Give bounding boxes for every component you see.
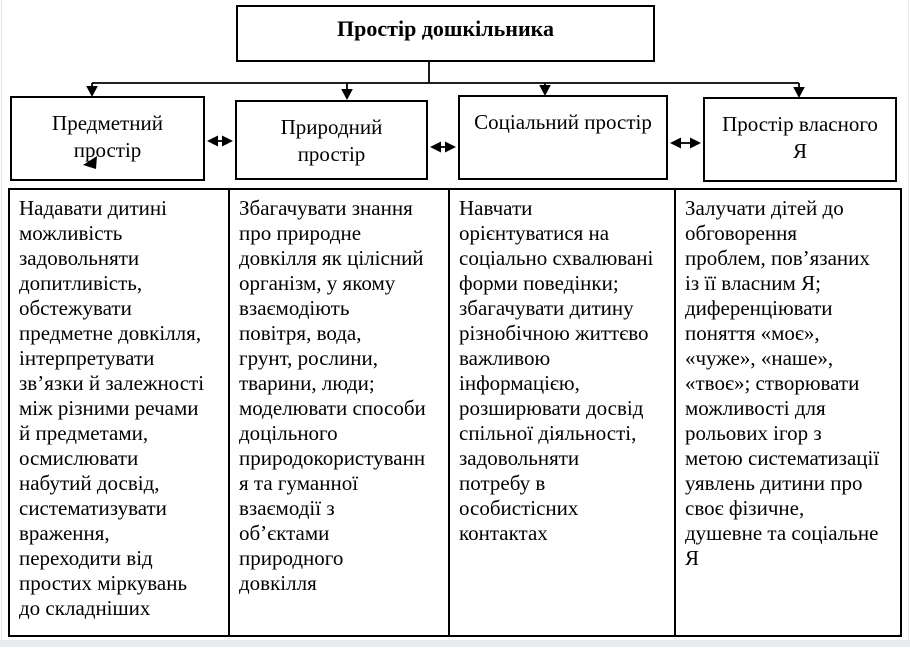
branch-node-sotsialnyi: Соціальний простір: [458, 95, 668, 180]
double-arrow-3-4: [670, 137, 701, 149]
details-cell-pryrodnyi: Збагачувати знання про природне довкілля…: [228, 190, 448, 635]
down-arrow-3: [539, 83, 551, 96]
page-right-edge: [908, 0, 909, 640]
double-arrow-2-3: [430, 141, 456, 153]
branch-node-predmetnyi: Предметний простір: [10, 96, 205, 181]
stray-arrowhead-icon: [83, 156, 97, 169]
double-arrow-1-2: [207, 135, 233, 147]
down-arrow-1: [86, 83, 98, 97]
root-node-label: Простір дошкільника: [337, 16, 554, 41]
branch-node-pryrodnyi: Природний простір: [235, 100, 428, 180]
details-cell-vlasne-ya: Залучати дітей до обговорення проблем, п…: [674, 190, 900, 635]
branch-node-label: Соціальний простір: [474, 110, 652, 134]
root-node: Простір дошкільника: [236, 5, 655, 62]
details-table: Надавати дитині можливість задовольняти …: [8, 188, 902, 637]
down-arrow-4: [793, 83, 805, 98]
details-cell-predmetnyi: Надавати дитині можливість задовольняти …: [19, 196, 205, 620]
details-cell-sotsialnyi: Навчати орієнтуватися на соціально схвал…: [448, 190, 674, 635]
page-bottom-shadow: [0, 640, 910, 647]
down-arrow-2: [341, 83, 353, 100]
page-left-edge: [1, 0, 2, 640]
branch-node-label: Предметний простір: [52, 111, 163, 162]
branch-node-vlasne-ya: Простір власного Я: [703, 97, 897, 182]
branch-node-label: Простір власного Я: [722, 112, 878, 163]
branch-node-label: Природний простір: [280, 115, 383, 166]
